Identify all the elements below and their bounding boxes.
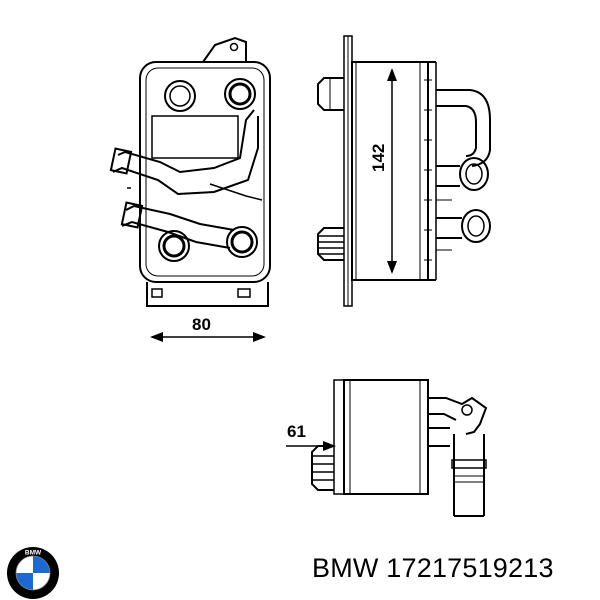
brand-name: BMW [312,553,379,583]
logo-text: BMW [25,550,42,557]
width-label: 80 [192,315,211,334]
depth-label: 61 [287,422,306,441]
top-view [311,379,488,517]
part-caption: BMW 17217519213 [312,553,554,584]
bmw-roundel-icon: BMW [7,547,59,599]
depth-dimension: 61 [286,422,336,451]
front-view [109,36,271,307]
side-view [317,35,491,307]
height-label: 142 [369,144,388,172]
width-dimension: 80 [150,315,266,342]
part-number: 17217519213 [386,553,554,583]
height-dimension: 142 [369,68,397,274]
